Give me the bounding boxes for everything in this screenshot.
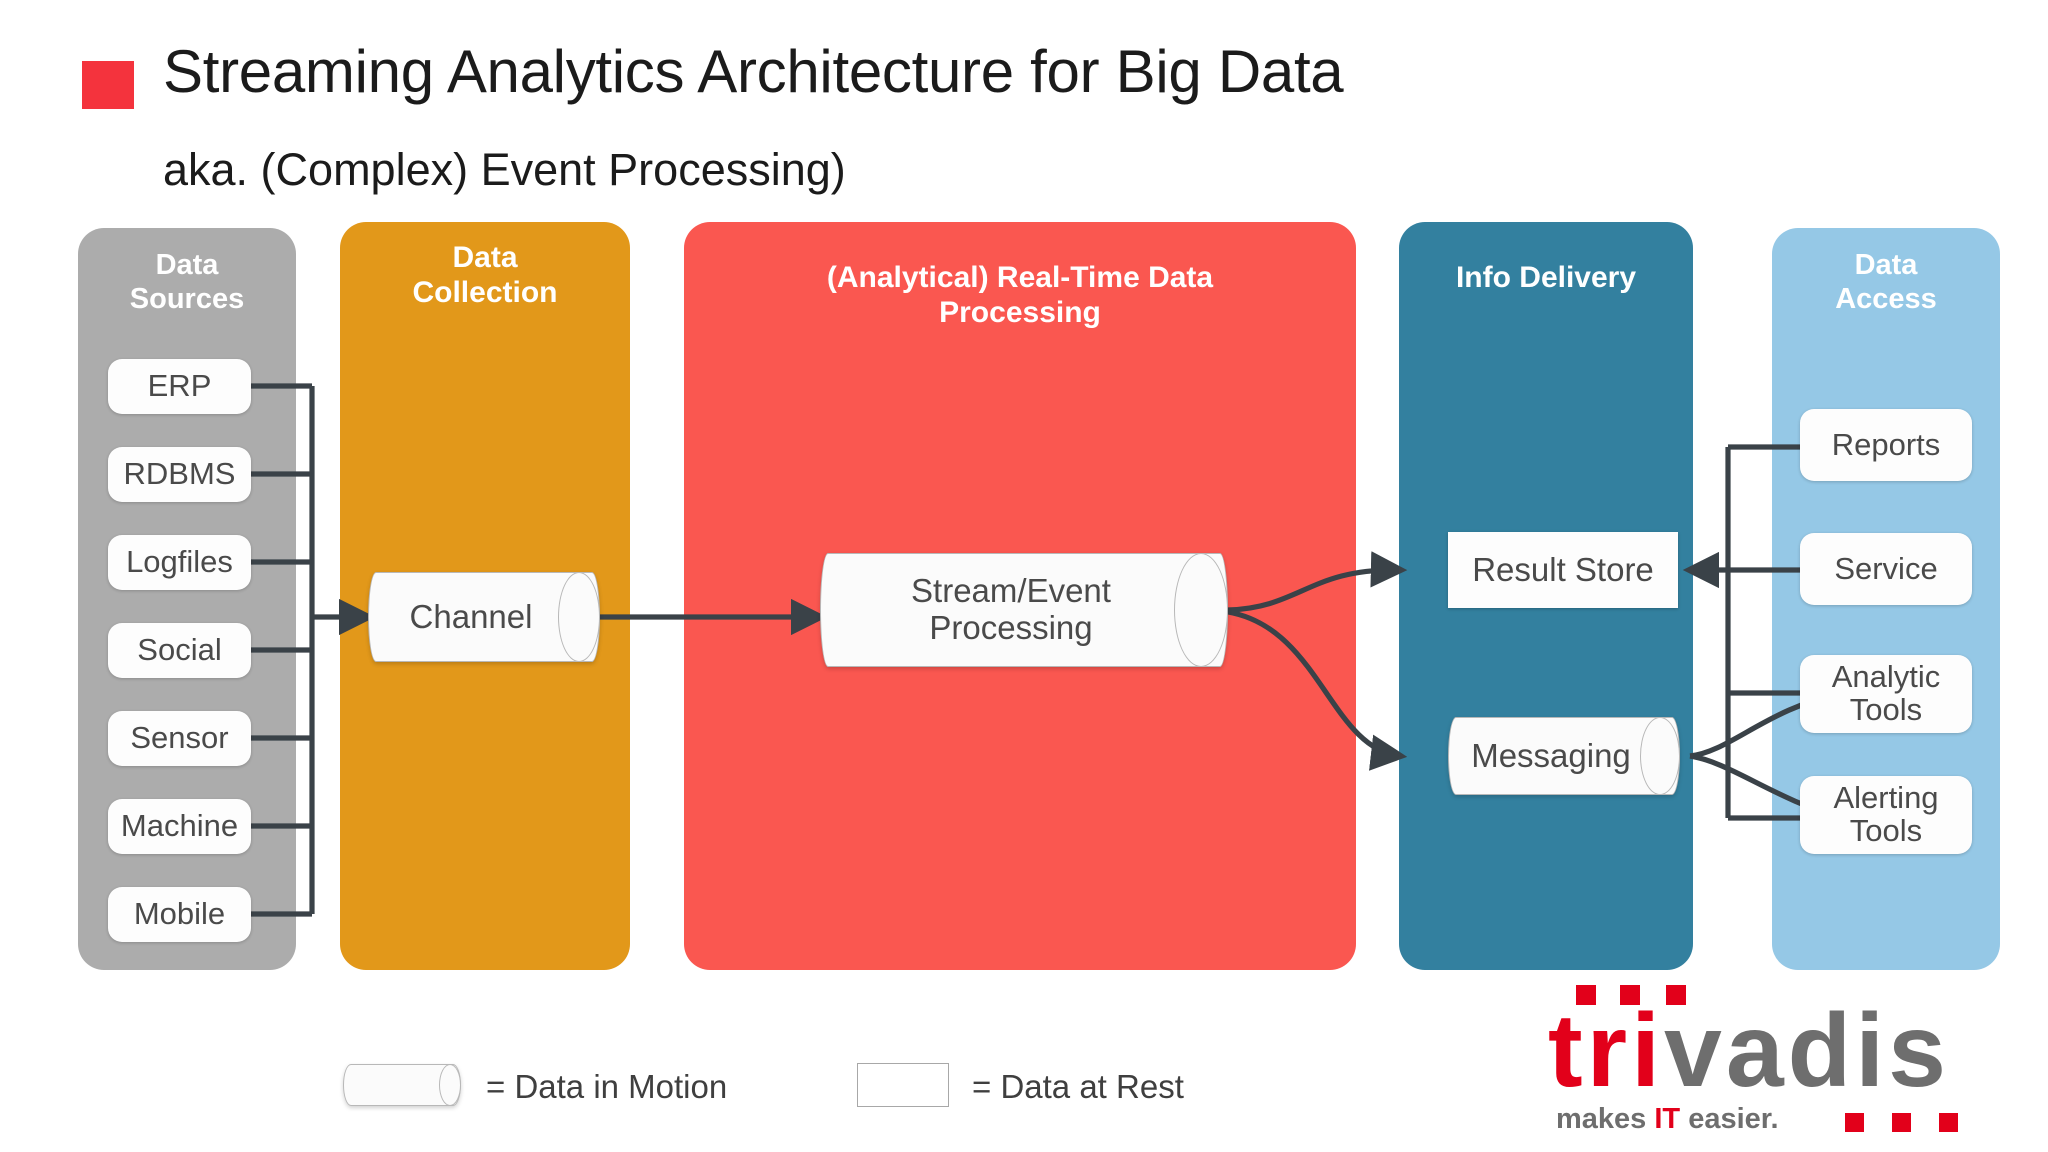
logo-wordmark: trivadis — [1548, 999, 1950, 1103]
cylinder-cap — [1174, 553, 1228, 667]
page-subtitle: aka. (Complex) Event Processing) — [163, 144, 846, 195]
cylinder-cap — [439, 1064, 461, 1106]
logo-botdot-2 — [1892, 1113, 1911, 1132]
node-label: Reports — [1831, 426, 1941, 462]
logo-tagline-pre: makes — [1556, 1103, 1655, 1135]
node-label: Machine — [120, 808, 239, 844]
logo-tagline-it: IT — [1654, 1103, 1681, 1135]
logo-word-gray: vadis — [1664, 993, 1950, 1109]
legend-cylinder-swatch — [343, 1064, 461, 1106]
cylinder-body — [820, 553, 1228, 667]
logo-botdot-3 — [1939, 1113, 1958, 1132]
node-social[interactable]: Social — [108, 623, 251, 678]
node-machine[interactable]: Machine — [108, 799, 251, 854]
logo-dot-2 — [1620, 985, 1640, 1005]
legend-motion-label: = Data in Motion — [486, 1068, 728, 1105]
node-channel[interactable]: Channel — [368, 572, 600, 662]
node-service[interactable]: Service — [1800, 533, 1972, 605]
node-erp[interactable]: ERP — [108, 359, 251, 414]
node-label: Service — [1834, 550, 1938, 586]
node-result-store[interactable]: Result Store — [1448, 532, 1678, 608]
logo-tagline-post: easier. — [1680, 1103, 1779, 1135]
node-messaging[interactable]: Messaging — [1448, 717, 1680, 795]
node-label: Result Store — [1472, 551, 1654, 588]
logo-word-red: tri — [1548, 993, 1664, 1109]
node-label: Mobile — [133, 896, 226, 932]
node-label: ERP — [147, 368, 212, 404]
node-label: RDBMS — [123, 456, 236, 492]
logo-dot-1 — [1576, 985, 1596, 1005]
legend-rest-label: = Data at Rest — [972, 1068, 1184, 1105]
node-label: Sensor — [130, 720, 229, 756]
logo-botdot-1 — [1845, 1113, 1864, 1132]
node-reports[interactable]: Reports — [1800, 409, 1972, 481]
panel-title-info-delivery: Info Delivery — [1455, 261, 1637, 294]
cylinder-cap — [558, 572, 600, 662]
node-mobile[interactable]: Mobile — [108, 887, 251, 942]
node-label: Logfiles — [126, 544, 233, 580]
title-bullet-square — [82, 61, 134, 109]
node-label: Channel — [409, 597, 533, 635]
trivadis-logo: trivadis makes IT easier. — [1548, 985, 2018, 1135]
logo-tagline: makes IT easier. — [1556, 1103, 1779, 1136]
node-label: Messaging — [1471, 736, 1631, 774]
node-sensor[interactable]: Sensor — [108, 711, 251, 766]
node-logfiles[interactable]: Logfiles — [108, 535, 251, 590]
node-label: Social — [137, 632, 222, 668]
legend-rect-swatch — [857, 1063, 949, 1107]
logo-dot-3 — [1666, 985, 1686, 1005]
page-title: Streaming Analytics Architecture for Big… — [163, 38, 1344, 105]
cylinder-cap — [1640, 717, 1680, 795]
node-rdbms[interactable]: RDBMS — [108, 447, 251, 502]
